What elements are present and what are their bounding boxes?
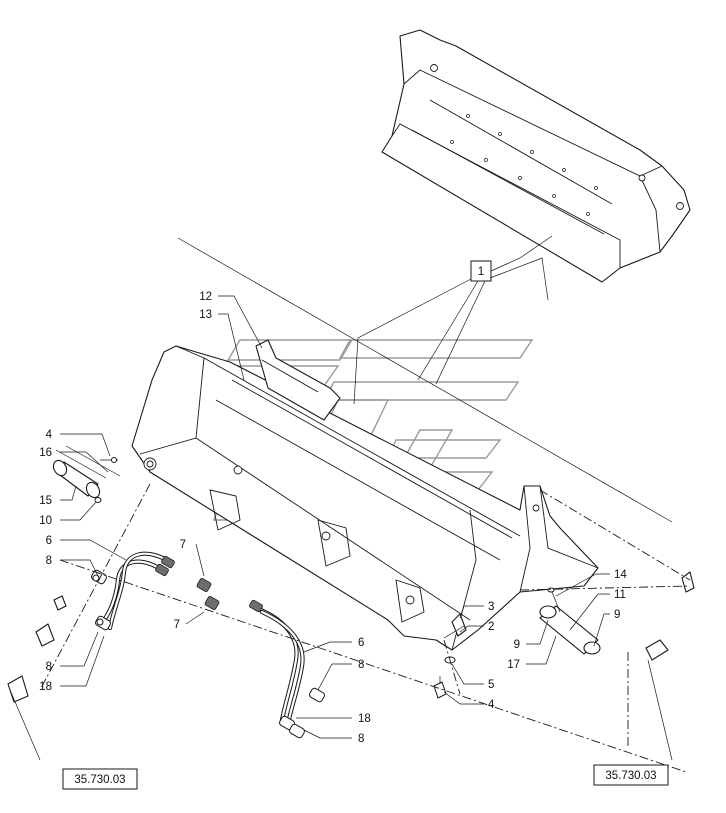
callout-10: 10 xyxy=(39,515,52,527)
callout-7: 7 xyxy=(180,539,186,551)
hose-group-left xyxy=(91,551,220,631)
centre-lines xyxy=(39,483,691,773)
hinge-pin-assembly xyxy=(539,587,601,655)
callout-1: 1 xyxy=(353,235,553,405)
pivot-parts-left xyxy=(7,595,67,703)
grease-parts-left xyxy=(52,445,121,503)
callout-12: 12 xyxy=(199,291,212,303)
svg-text:1: 1 xyxy=(478,266,484,278)
callout-leaders xyxy=(9,295,673,761)
reference-box-left[interactable]: 35.730.03 xyxy=(62,768,138,790)
callout-7: 7 xyxy=(174,619,180,631)
callout-11: 11 xyxy=(614,589,626,601)
callout-13: 13 xyxy=(199,309,212,321)
callout-6: 6 xyxy=(358,637,364,649)
callout-17: 17 xyxy=(507,659,520,671)
reference-box-right[interactable]: 35.730.03 xyxy=(593,764,669,786)
bucket-assembly-upper xyxy=(381,29,691,283)
callout-14: 14 xyxy=(614,569,627,581)
callout-numbers: 12 13 4 16 15 10 6 8 7 7 8 18 6 8 18 8 3… xyxy=(39,291,627,745)
callout-18: 18 xyxy=(358,713,371,725)
pivot-parts-right xyxy=(645,571,695,661)
svg-text:35.730.03: 35.730.03 xyxy=(605,770,656,782)
callout-9: 9 xyxy=(614,609,620,621)
callout-8: 8 xyxy=(46,555,52,567)
svg-text:35.730.03: 35.730.03 xyxy=(74,774,125,786)
callout-8: 8 xyxy=(46,661,52,673)
callout-9: 9 xyxy=(514,639,520,651)
callout-8: 8 xyxy=(358,659,364,671)
bucket-body-lower xyxy=(131,339,599,651)
callout-6: 6 xyxy=(46,535,52,547)
callout-4: 4 xyxy=(488,699,495,711)
callout-4: 4 xyxy=(46,429,53,441)
callout-3: 3 xyxy=(488,601,494,613)
callout-8: 8 xyxy=(358,733,364,745)
edge-fittings xyxy=(433,613,467,699)
callout-18: 18 xyxy=(39,681,52,693)
hose-group-right xyxy=(249,599,325,739)
callout-2: 2 xyxy=(488,621,494,633)
reference-axis-line xyxy=(177,237,673,523)
callout-15: 15 xyxy=(39,495,52,507)
callout-16: 16 xyxy=(39,447,52,459)
callout-5: 5 xyxy=(488,679,494,691)
